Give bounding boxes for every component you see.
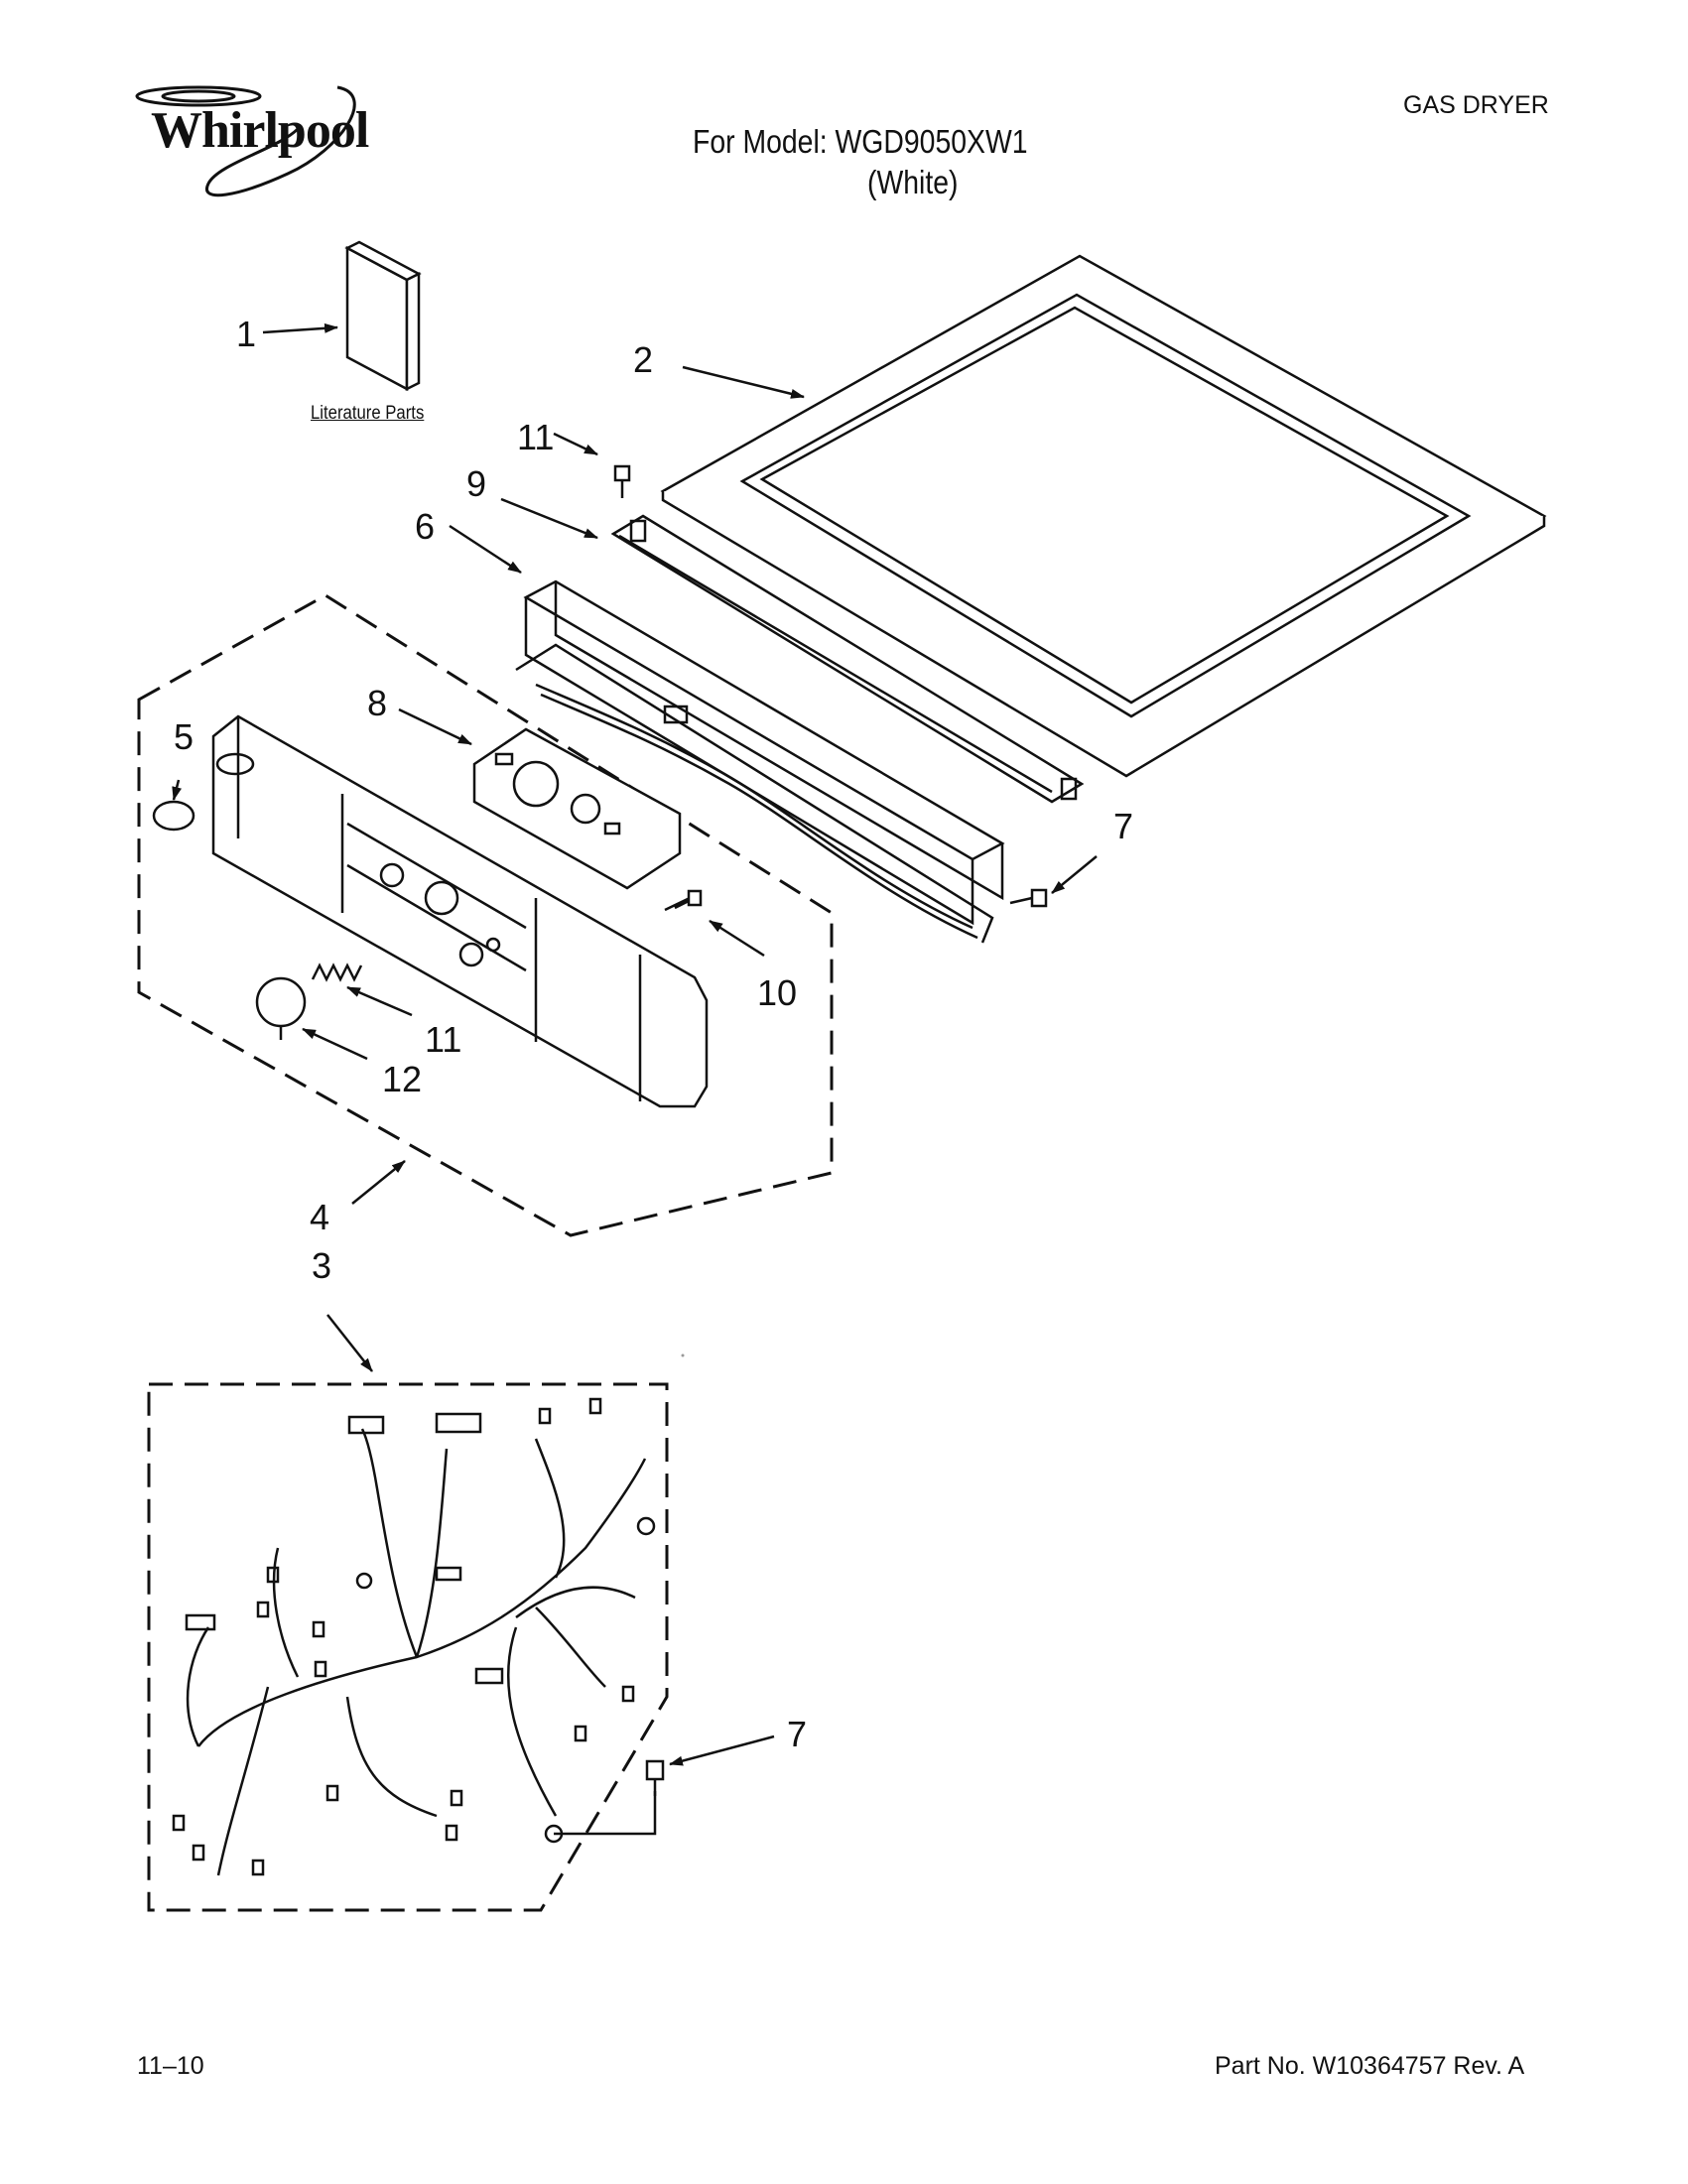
appliance-type: GAS DRYER (1403, 91, 1549, 119)
callout-11-upper: 11 (517, 417, 555, 457)
control-board-part (472, 727, 682, 890)
knob-part-12 (255, 976, 307, 1040)
spring-part-11 (311, 963, 363, 982)
bracket-part-9 (610, 514, 1085, 804)
callout-7-upper: 7 (1113, 806, 1134, 846)
literature-booklet-part (344, 240, 422, 392)
screw-part-10 (664, 889, 703, 912)
footer-part-number: Part No. W10364757 Rev. A (1215, 2052, 1525, 2080)
console-housing-part (515, 579, 1005, 944)
screw-part-11-upper (613, 464, 631, 498)
callout-6: 6 (415, 506, 436, 547)
color-line: (White) (867, 164, 959, 200)
console-panel-part (211, 714, 709, 1108)
screw-part-7-lower (645, 1759, 665, 1796)
model-line: For Model: WGD9050XW1 (693, 123, 1028, 160)
badge-part-5 (152, 800, 195, 832)
callout-leader-lines (172, 322, 1098, 1766)
callout-10: 10 (757, 972, 798, 1013)
callout-9: 9 (466, 463, 487, 504)
brand-logo-text: Whirlpool (151, 102, 369, 159)
literature-parts-label: Literature Parts (311, 403, 425, 424)
callout-4: 4 (310, 1197, 330, 1237)
scan-speck (681, 1353, 685, 1357)
callout-5: 5 (174, 716, 195, 757)
callout-11-lower: 11 (425, 1019, 462, 1060)
callout-12: 12 (382, 1059, 423, 1099)
callout-2: 2 (633, 339, 654, 380)
footer-date-code: 11–10 (137, 2052, 204, 2080)
callout-1: 1 (236, 314, 257, 354)
callout-7-lower: 7 (787, 1714, 808, 1754)
wiring-harness-outline (147, 1382, 669, 1912)
top-panel-part (660, 254, 1547, 778)
callout-8: 8 (367, 683, 388, 723)
console-assembly-outline (137, 593, 834, 1237)
whirlpool-logo-swirl (135, 85, 356, 197)
callout-3: 3 (312, 1245, 332, 1286)
wiring-harness-part (172, 1397, 657, 1876)
screw-part-7-upper (1009, 888, 1048, 908)
